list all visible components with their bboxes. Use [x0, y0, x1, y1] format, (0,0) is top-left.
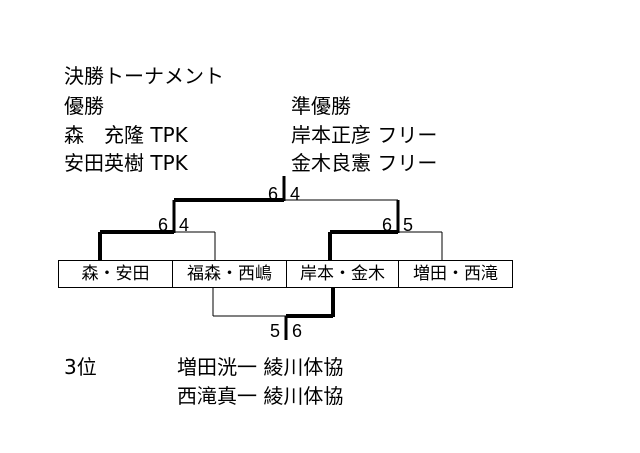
third-place-player-2: 西滝真一 綾川体協 — [177, 384, 344, 408]
semi-right-score-left: 6 — [382, 215, 393, 235]
winner-player-2: 安田英樹 TPK — [64, 151, 188, 175]
third-score-right: 6 — [292, 321, 303, 341]
page-title: 決勝トーナメント — [64, 64, 224, 88]
runner-up-label: 準優勝 — [291, 94, 351, 118]
team-box: 岸本・金木 — [286, 260, 399, 288]
team-box: 福森・西嶋 — [172, 260, 287, 288]
third-place-label: 3位 — [64, 355, 97, 379]
winner-player-1: 森 充隆 TPK — [64, 123, 188, 147]
third-score-left: 5 — [270, 321, 281, 341]
semi-left-score-right: 4 — [179, 215, 190, 235]
team-box: 増田・西滝 — [398, 260, 513, 288]
semi-right-score-right: 5 — [403, 215, 414, 235]
runner-up-player-2: 金木良憲 フリー — [291, 151, 438, 175]
final-score-left: 6 — [268, 184, 279, 204]
final-score-right: 4 — [290, 184, 301, 204]
winner-label: 優勝 — [64, 94, 104, 118]
runner-up-player-1: 岸本正彦 フリー — [291, 123, 438, 147]
third-place-player-1: 増田洸一 綾川体協 — [177, 355, 344, 379]
semi-left-score-left: 6 — [158, 215, 169, 235]
team-box: 森・安田 — [58, 260, 173, 288]
